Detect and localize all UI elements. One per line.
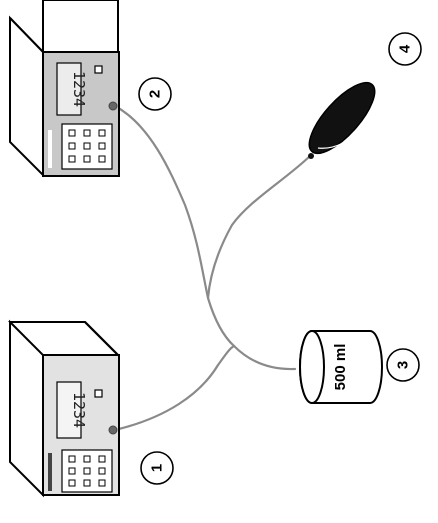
svg-text:3: 3 (395, 361, 412, 369)
tube-device-1 (113, 344, 236, 432)
label-3: 3 (386, 348, 420, 382)
label-4: 4 (388, 32, 422, 66)
bag (308, 81, 376, 159)
tube-bag (206, 154, 312, 300)
bottle-volume-text: 500 ml (332, 344, 349, 391)
device-1: 1234 (8, 319, 120, 498)
device-2-indicator (94, 65, 103, 74)
svg-text:2: 2 (147, 90, 164, 98)
device-2-display-text: 1234 (70, 71, 88, 107)
label-2: 2 (138, 77, 172, 111)
tube-bottle (232, 344, 297, 371)
bag-highlight (317, 127, 361, 149)
device-2: 1234 (9, 0, 120, 178)
device-1-display-text: 1234 (70, 392, 88, 428)
tubing (113, 104, 312, 432)
device-1-port (108, 425, 118, 435)
bottle-cap (299, 330, 325, 404)
device-2-top (9, 15, 44, 178)
device-1-display (56, 381, 82, 439)
device-2-side (42, 0, 119, 53)
device-1-slot (48, 453, 52, 491)
tube-device-2 (113, 104, 236, 348)
bag-connector (308, 153, 314, 159)
device-2-slot (48, 130, 52, 168)
bottle: 500 ml (299, 330, 383, 404)
device-2-display (56, 62, 82, 116)
device-2-keys (68, 129, 106, 163)
svg-text:1: 1 (149, 464, 166, 472)
device-1-indicator (94, 389, 103, 398)
label-1: 1 (140, 451, 174, 485)
bag-body (308, 81, 376, 155)
device-1-keys (68, 455, 106, 487)
device-2-port (108, 101, 118, 111)
svg-text:4: 4 (397, 44, 414, 53)
